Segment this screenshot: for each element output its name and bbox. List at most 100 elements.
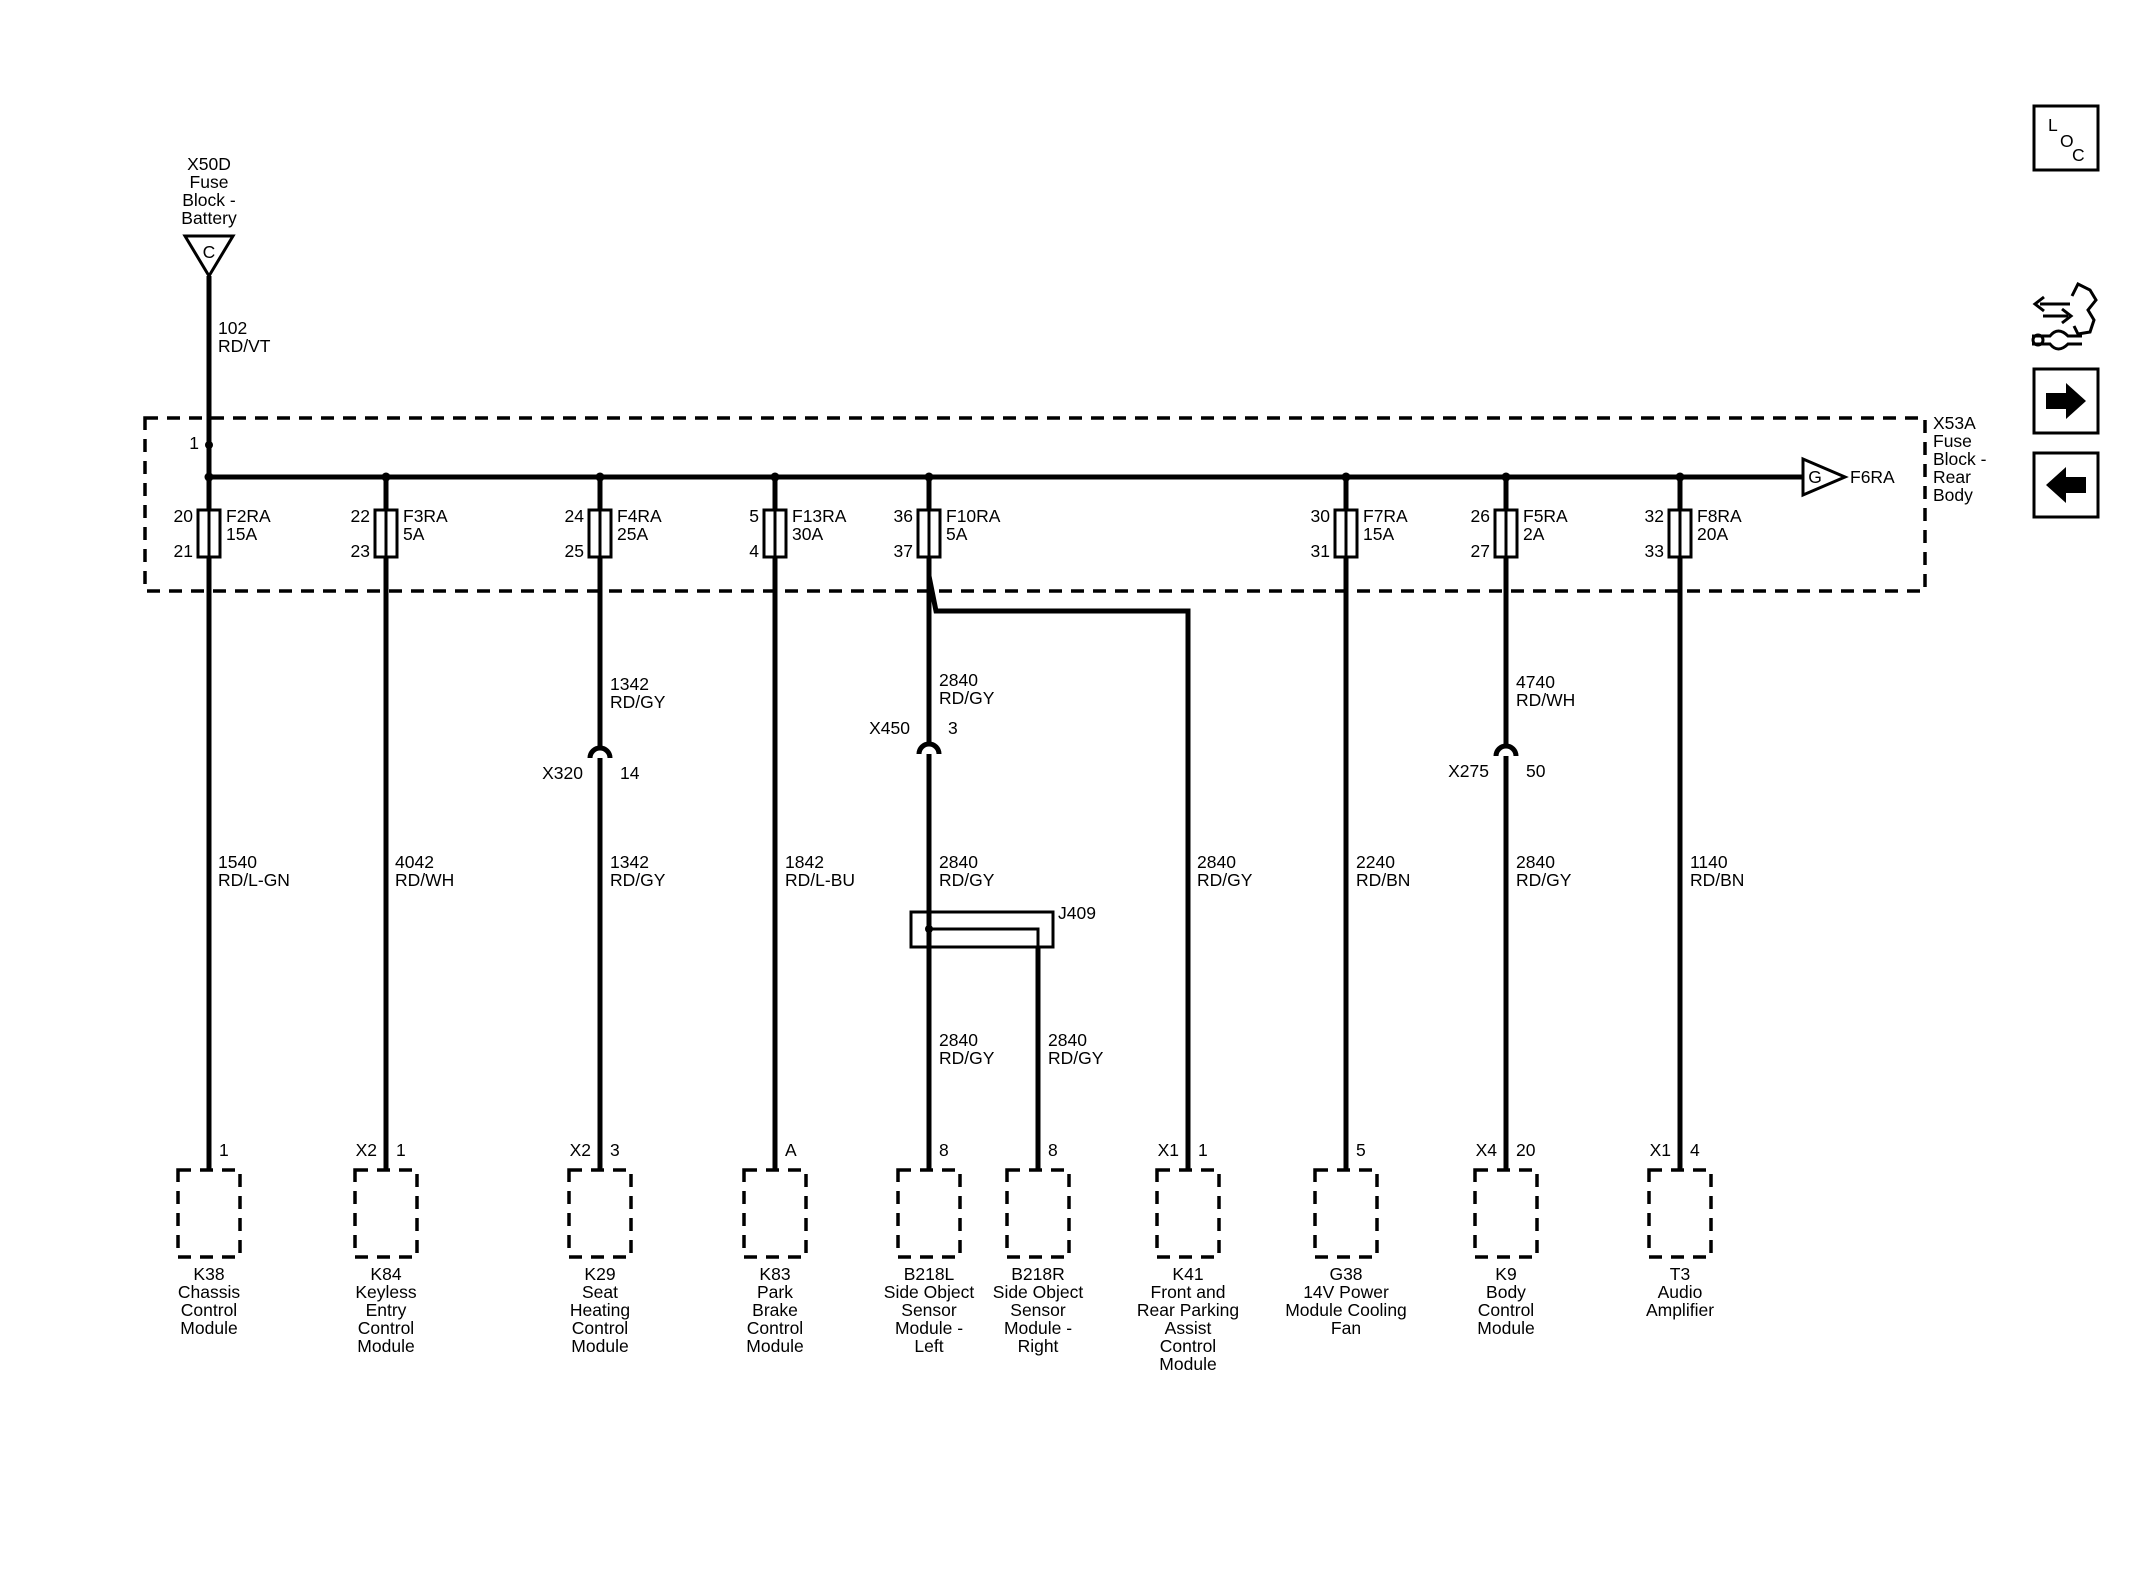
busbar-junction	[381, 472, 391, 482]
component-connector: X2	[356, 1140, 377, 1160]
output-label: F6RA	[1850, 467, 1895, 487]
fuse-pin-in: 32	[1645, 506, 1664, 526]
component-pin: 5	[1356, 1140, 1366, 1160]
inline-connector-id: X450	[869, 718, 910, 738]
wire-color: RD/GY	[1516, 870, 1572, 890]
fuse-pin-out: 23	[351, 541, 370, 561]
source-pin-dot	[205, 441, 213, 449]
loc-icon[interactable]: L O C	[2032, 104, 2100, 172]
fuse-layer: 2021F2RA15A2223F3RA5A2425F4RA25A54F13RA3…	[174, 472, 1742, 561]
fuse-block-name-line: Body	[1933, 485, 1973, 505]
fuse-block-name-line: Fuse	[1933, 431, 1972, 451]
component-id: K9	[1495, 1264, 1516, 1284]
component-name-line: Heating	[570, 1300, 630, 1320]
wire-color: RD/GY	[1197, 870, 1253, 890]
component-name-line: Module	[571, 1336, 628, 1356]
component-pin: 1	[219, 1140, 229, 1160]
fuse-rating: 30A	[792, 524, 823, 544]
component-name-line: Control	[358, 1318, 414, 1338]
feed-wire-color: RD/VT	[218, 336, 271, 356]
fuse-rating: 25A	[617, 524, 648, 544]
splice-box	[909, 910, 1055, 949]
component-name-line: Seat	[582, 1282, 618, 1302]
fuse-pin-out: 21	[174, 541, 193, 561]
component-box	[353, 1168, 419, 1259]
fuse-pin-in: 24	[565, 506, 585, 526]
wire-circuit: 1342	[610, 852, 649, 872]
fuse-pin-out: 33	[1645, 541, 1664, 561]
wire-circuit: 2240	[1356, 852, 1395, 872]
component-name-line: Chassis	[178, 1282, 240, 1302]
component-name-line: Sensor	[1010, 1300, 1066, 1320]
wrench-arrows-icon[interactable]	[2031, 281, 2098, 351]
fuse-block-name-line: Block -	[1933, 449, 1987, 469]
fuse-pin-out: 37	[894, 541, 913, 561]
fuse-pin-in: 5	[749, 506, 759, 526]
component-name-line: Assist	[1165, 1318, 1212, 1338]
component-id: B218R	[1011, 1264, 1065, 1284]
busbar-junction	[595, 472, 605, 482]
component-id: K83	[759, 1264, 790, 1284]
busbar-junction	[204, 472, 214, 482]
arrow-right-icon[interactable]	[2032, 367, 2100, 435]
component-id: T3	[1670, 1264, 1690, 1284]
wire-2840-k41	[926, 575, 1191, 1170]
fuse-rating: 15A	[226, 524, 257, 544]
wire-circuit: 1342	[610, 674, 649, 694]
arrow-left-icon[interactable]	[2032, 451, 2100, 519]
fuse-rating: 5A	[946, 524, 968, 544]
fuse-pin-out: 25	[565, 541, 584, 561]
component-id: G38	[1329, 1264, 1362, 1284]
fuse-pin-out: 4	[749, 541, 759, 561]
component-connector: X4	[1476, 1140, 1498, 1160]
wire-circuit: 2840	[939, 670, 978, 690]
splice-id: J409	[1058, 903, 1096, 923]
component-box	[1155, 1168, 1221, 1259]
rear-body-fuse-block: G F6RA X53A Fuse Block - Rear Body	[143, 413, 1987, 593]
wire-circuit: 1540	[218, 852, 257, 872]
fuse-rating: 5A	[403, 524, 425, 544]
fuse-name: F13RA	[792, 506, 847, 526]
component-name-line: Left	[914, 1336, 943, 1356]
busbar-junction	[1341, 472, 1351, 482]
wire-color: RD/L-BU	[785, 870, 855, 890]
busbar-junction	[1501, 472, 1511, 482]
component-box	[1473, 1168, 1539, 1259]
splice-bar	[929, 927, 1040, 947]
wire-circuit: 1140	[1690, 852, 1728, 872]
fuse-pin-out: 27	[1471, 541, 1490, 561]
component-name-line: Side Object	[993, 1282, 1084, 1302]
component-name-line: Module	[357, 1336, 414, 1356]
component-name-line: Right	[1018, 1336, 1059, 1356]
busbar-junction	[924, 472, 934, 482]
wire-color: RD/GY	[1048, 1048, 1104, 1068]
component-id: B218L	[904, 1264, 955, 1284]
component-name-line: Body	[1486, 1282, 1526, 1302]
inline-connector-pin: 14	[620, 763, 640, 783]
fuse-pin-in: 26	[1471, 506, 1490, 526]
wire-color: RD/BN	[1356, 870, 1410, 890]
busbar-junction	[1675, 472, 1685, 482]
busbar-junction	[770, 472, 780, 482]
